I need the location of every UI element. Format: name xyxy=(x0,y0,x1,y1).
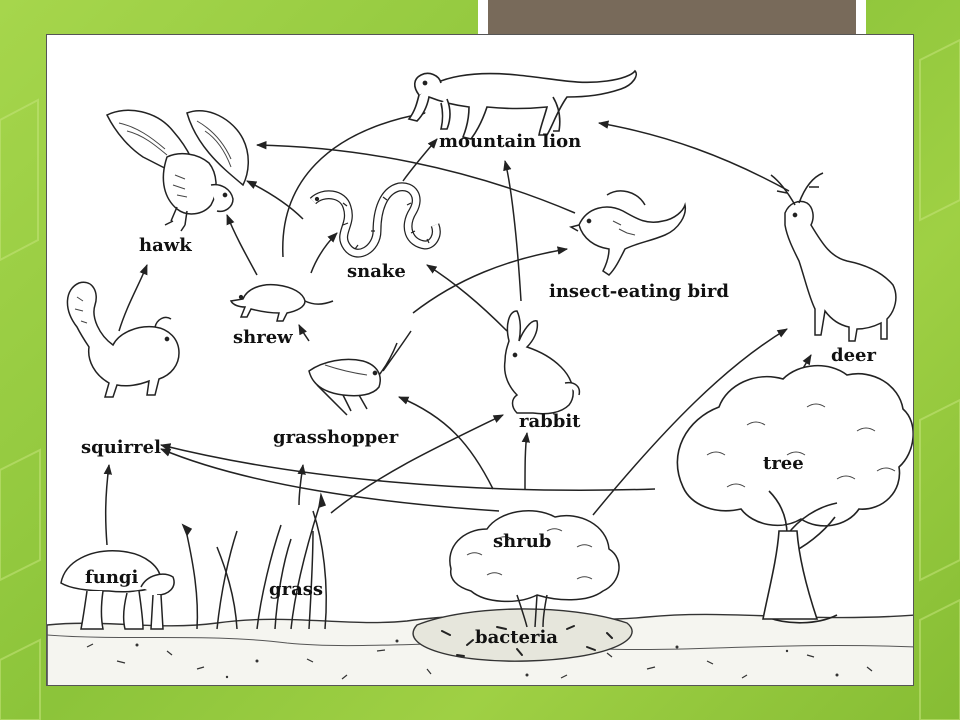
arrow-grass-to-grasshopper xyxy=(297,463,306,506)
label-grass: grass xyxy=(269,579,323,600)
deer-illustration xyxy=(770,172,897,342)
label-rabbit: rabbit xyxy=(519,411,581,432)
tree-illustration xyxy=(676,364,913,624)
label-tree: tree xyxy=(763,453,804,474)
arrow-shrub-to-squirrel xyxy=(160,448,500,512)
food-web-diagram: mountain lion hawk snake insect-eating b… xyxy=(46,34,914,686)
hawk-illustration xyxy=(105,109,249,232)
grass-illustration xyxy=(181,492,327,630)
label-bacteria: bacteria xyxy=(475,627,558,648)
arrow-snake-to-lion xyxy=(402,138,438,182)
arrow-shrew-to-snake xyxy=(310,232,338,274)
grasshopper-illustration xyxy=(308,330,412,416)
label-squirrel: squirrel xyxy=(81,437,161,458)
label-fungi: fungi xyxy=(85,567,139,588)
arrow-deer-to-lion xyxy=(597,120,790,192)
arrow-grasshopper-to-bird xyxy=(412,246,569,314)
label-shrew: shrew xyxy=(233,327,293,348)
shrub-illustration xyxy=(449,510,620,628)
arrow-shrew-to-hawk xyxy=(226,214,258,276)
label-deer: deer xyxy=(831,345,876,366)
food-web-arrows xyxy=(103,110,812,546)
food-web-labels: mountain lion hawk snake insect-eating b… xyxy=(81,131,876,648)
arrow-rabbit-to-lion xyxy=(503,159,522,302)
arrow-tree-to-squirrel xyxy=(159,443,656,491)
arrow-squirrel-to-hawk xyxy=(118,264,148,332)
arrow-shrub-to-deer xyxy=(592,328,788,516)
label-snake: snake xyxy=(347,261,406,282)
squirrel-illustration xyxy=(66,281,180,398)
insect-eating-bird-illustration xyxy=(569,190,687,276)
label-shrub: shrub xyxy=(493,531,551,552)
shrew-illustration xyxy=(229,283,334,322)
arrow-shrub-to-grasshopper xyxy=(398,396,494,490)
arrow-shrub-to-rabbit xyxy=(521,431,530,490)
label-insect-eating-bird: insect-eating bird xyxy=(549,281,729,302)
arrow-grasshopper-to-shrew xyxy=(298,324,310,342)
label-hawk: hawk xyxy=(139,235,192,256)
arrow-shrew-to-lion xyxy=(282,110,427,258)
arrow-bird-to-hawk xyxy=(255,140,576,214)
arrow-grass-to-rabbit xyxy=(330,414,504,514)
mountain-lion-illustration xyxy=(407,69,637,140)
label-grasshopper: grasshopper xyxy=(273,427,399,448)
arrow-fungi-to-squirrel xyxy=(103,463,112,546)
food-web-svg: mountain lion hawk snake insect-eating b… xyxy=(47,69,913,685)
label-mountain-lion: mountain lion xyxy=(439,131,581,152)
rabbit-illustration xyxy=(503,310,581,415)
fungi-illustration xyxy=(60,550,175,630)
arrow-rabbit-to-snake xyxy=(426,264,508,332)
bacteria-patch xyxy=(412,608,633,662)
arrow-snake-to-hawk xyxy=(246,180,304,220)
snake-illustration xyxy=(309,182,441,258)
